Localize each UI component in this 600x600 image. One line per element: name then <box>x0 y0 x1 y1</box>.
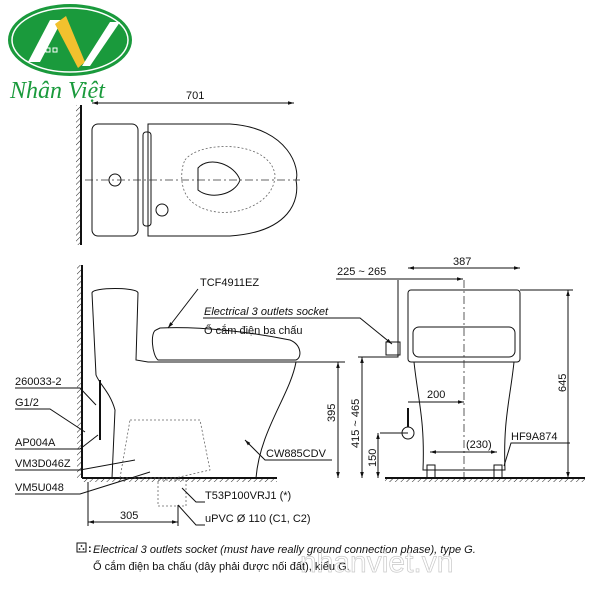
dim-305: 305 <box>120 510 138 522</box>
label-flange-model: T53P100VRJ1 (*) <box>205 490 291 502</box>
dim-395: 395 <box>326 404 338 422</box>
label-socket-vi: Ổ cắm điện ba chấu <box>204 324 302 337</box>
brand-logo: Nhân Việt <box>8 4 132 104</box>
dim-387: 387 <box>453 256 471 268</box>
label-pipe: uPVC Ø 110 (C1, C2) <box>205 513 311 525</box>
label-part-4: VM3D046Z <box>15 458 71 470</box>
dim-645: 645 <box>557 374 569 392</box>
brand-name: Nhân Việt <box>9 78 106 104</box>
front-view: 387 225 ~ 265 645 200 150 (230) HF9A874 <box>336 256 585 482</box>
label-bolt-model: HF9A874 <box>511 431 557 443</box>
dim-415-465: 415 ~ 465 <box>350 399 362 448</box>
socket-icon <box>385 341 401 356</box>
top-view: 701 <box>76 90 300 245</box>
socket-symbol-icon <box>76 542 87 553</box>
label-bowl-model: CW885CDV <box>266 448 327 460</box>
footnote: : Electrical 3 outlets socket (must have… <box>76 542 476 579</box>
label-part-5: VM5U048 <box>15 482 64 494</box>
footnote-vi: Ổ cắm điện ba chấu (dây phải được nối đấ… <box>93 560 350 573</box>
footnote-en: Electrical 3 outlets socket (must have r… <box>93 544 476 556</box>
label-part-1: 260033-2 <box>15 376 62 388</box>
label-part-3: AP004A <box>15 437 56 449</box>
dim-150: 150 <box>367 449 379 467</box>
footnote-colon: : <box>88 543 92 555</box>
label-seat-model: TCF4911EZ <box>200 277 259 289</box>
watermark: nhanviet.vn <box>300 546 453 579</box>
dim-225-265: 225 ~ 265 <box>337 266 386 278</box>
dim-200: 200 <box>427 389 445 401</box>
dim-701: 701 <box>186 90 204 102</box>
label-part-2: G1/2 <box>15 397 39 409</box>
label-socket-en: Electrical 3 outlets socket <box>204 306 329 318</box>
side-view: 395 415 ~ 465 305 TCF4911EZ Electrical 3… <box>15 265 393 526</box>
dim-230: (230) <box>466 439 492 451</box>
